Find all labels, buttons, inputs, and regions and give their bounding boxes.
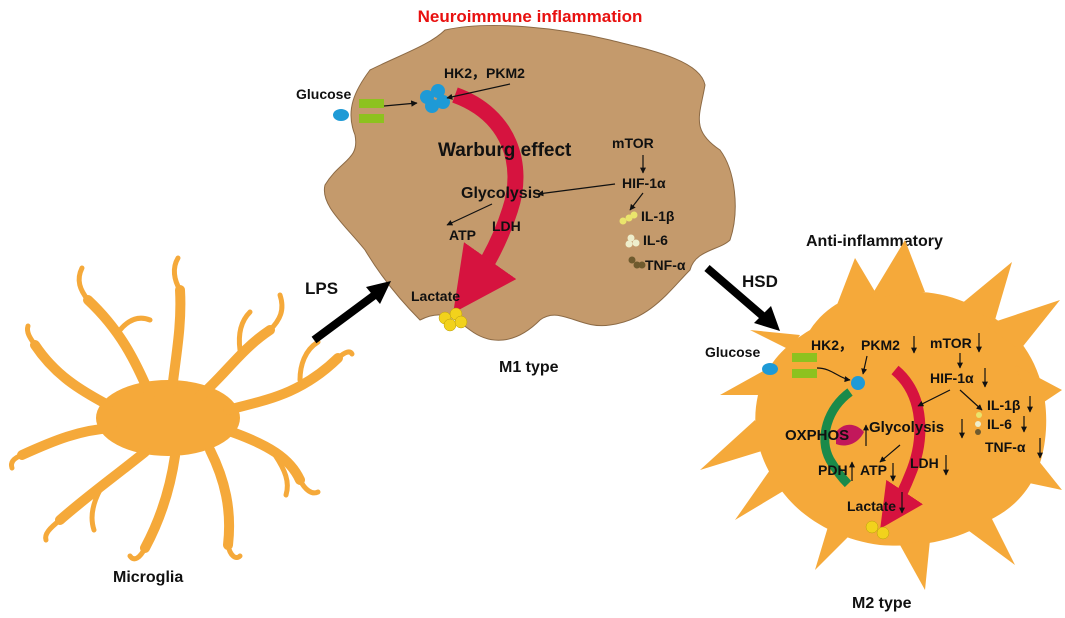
m1-lactate-molecule-icon [454, 315, 468, 329]
tnfa-granule-icon [633, 261, 641, 269]
m2-lactate-molecule-icon [865, 520, 879, 534]
m1-tnfa-label: TNF-α [645, 257, 686, 273]
m2-il6-granule-icon [975, 421, 981, 427]
m2-glucose-transporter-icon-lower [792, 369, 817, 378]
m2-glycolysis-to-atp-arrow [879, 444, 901, 463]
hsd-label: HSD [742, 272, 778, 291]
m2-hif-to-cytokine-arrow [959, 389, 983, 411]
m2-hif1a-label: HIF-1α [930, 370, 974, 386]
m2-intracellular-glucose-icon [851, 376, 865, 390]
m2-glucose-uptake-arrow [816, 367, 851, 383]
m1-mtor-label: mTOR [612, 135, 654, 151]
m2-lactate-molecule-icon [876, 526, 890, 540]
m2-ldh-label: LDH [910, 455, 939, 471]
il1b-granule-icon [630, 211, 638, 219]
m2-hk2-label: HK2， [811, 337, 853, 353]
m2-il1b-label: IL-1β [987, 397, 1021, 413]
m1-hif-to-cytokine-arrow [629, 192, 644, 211]
m1-lactate-label: Lactate [411, 288, 460, 304]
m2-heading: Anti-inflammatory [806, 233, 943, 250]
tnfa-granule-icon [638, 261, 646, 269]
il6-granule-icon [632, 239, 640, 247]
m1-microglia-cell-body [323, 24, 736, 341]
lps-label: LPS [305, 279, 338, 298]
m1-type-label: M1 type [499, 359, 559, 376]
il6-granule-icon [625, 240, 633, 248]
m1-glucose-label: Glucose [296, 86, 351, 102]
m1-hif-to-glycolysis-arrow [537, 183, 616, 197]
m1-atp-label: ATP [449, 227, 476, 243]
m2-hif-to-glycolysis-arrow [917, 389, 951, 407]
il1b-granule-icon [619, 217, 627, 225]
m2-lactate-label: Lactate [847, 498, 896, 514]
m2-il6-label: IL-6 [987, 416, 1012, 432]
m1-glucose-transporter-icon [359, 99, 384, 108]
m1-glucose-uptake-arrow [383, 100, 418, 107]
m1-hk2-pkm2-label: HK2，PKM2 [444, 65, 525, 81]
m2-tnfa-granule-icon [975, 429, 981, 435]
m1-glucose-transporter-icon-lower [359, 114, 384, 123]
microglia-label: Microglia [113, 569, 183, 586]
m2-glucose-molecule-icon [762, 363, 778, 375]
m2-tnfa-label: TNF-α [985, 439, 1026, 455]
il6-granule-icon [627, 234, 635, 242]
m2-glycolysis-arrow [880, 365, 926, 529]
m1-hif1a-label: HIF-1α [622, 175, 666, 191]
m1-intracellular-glucose-icon [425, 99, 439, 113]
m2-il1b-granule-icon [976, 412, 982, 418]
m2-pkm2-label: PKM2 [861, 337, 900, 353]
m2-mtor-label: mTOR [930, 335, 972, 351]
m2-glucose-transporter-icon [792, 353, 817, 362]
m2-hk2-to-glucose-arrow [861, 355, 868, 375]
m1-il6-label: IL-6 [643, 232, 668, 248]
m2-type-label: M2 type [852, 595, 912, 612]
m1-glucose-molecule-icon [333, 109, 349, 121]
m1-intracellular-glucose-icon [436, 95, 450, 109]
m1-hk2-pkm2-arrow [446, 83, 511, 100]
m2-microglia-cell-body [700, 240, 1062, 590]
lps-activation-arrow [311, 290, 379, 344]
hsd-polarization-arrow [704, 264, 768, 322]
m1-lactate-molecule-icon [443, 318, 457, 332]
m2-oxphos-label: OXPHOS [785, 427, 849, 444]
m2-glucose-label: Glucose [705, 344, 760, 360]
m2-oxphos-arrow-green [820, 388, 853, 488]
m2-glycolysis-label: Glycolysis [869, 419, 944, 436]
lps-activation-arrowhead [366, 281, 391, 304]
m2-oxphos-arrow-magenta [836, 424, 864, 446]
warburg-effect-arrow [452, 87, 524, 313]
m1-ldh-label: LDH [492, 218, 521, 234]
m1-glycolysis-to-atp-arrow [446, 203, 493, 226]
m1-intracellular-glucose-icon [431, 84, 445, 98]
m1-il1b-label: IL-1β [641, 208, 675, 224]
m2-atp-label: ATP [860, 462, 887, 478]
m2-pdh-label: PDH [818, 462, 848, 478]
m1-glycolysis-label: Glycolysis [461, 185, 541, 202]
hsd-polarization-arrowhead [754, 306, 780, 331]
figure-title: Neuroimmune inflammation [418, 7, 643, 26]
resting-microglia-cell [9, 255, 355, 562]
m1-warburg-effect-label: Warburg effect [438, 140, 572, 161]
tnfa-granule-icon [628, 256, 636, 264]
